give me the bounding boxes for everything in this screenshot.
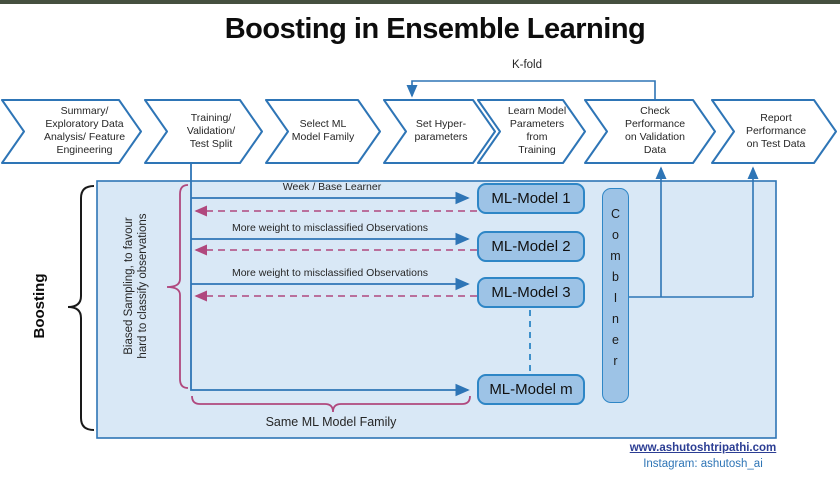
pipeline-chevrons <box>1 99 837 164</box>
ml-model-1-box: ML-Model 1 <box>477 183 585 214</box>
pipeline-step-report: Report Performance on Test Data <box>745 111 807 150</box>
chevron-shape-3 <box>265 99 381 164</box>
chevron-shape-2 <box>144 99 263 164</box>
pipeline-step-split: Training/ Validation/ Test Split <box>186 111 236 150</box>
biased-sampling-label: Biased Sampling, to favour hard to class… <box>123 213 149 359</box>
chevron-shape-1 <box>1 99 142 164</box>
pipeline-step-learn: Learn Model Parameters from Training <box>507 105 567 156</box>
boosting-side-label: Boosting <box>31 273 48 339</box>
kfold-loop-arrow <box>406 80 656 100</box>
family-under-brace <box>191 395 471 413</box>
ml-model-3-box: ML-Model 3 <box>477 277 585 308</box>
ml-model-m-box: ML-Model m <box>477 374 585 405</box>
chevron-shape-7 <box>711 99 837 164</box>
week-base-learner-label: Week / Base Learner <box>282 181 382 193</box>
kfold-label: K-fold <box>511 59 543 71</box>
misclassified-feedback-arrows <box>194 205 477 302</box>
top-border-bar <box>0 0 840 4</box>
chevron-shape-5 <box>477 99 586 164</box>
more-weight-label-2: More weight to misclassified Observation… <box>231 267 429 279</box>
pipeline-step-eda: Summary/ Exploratory Data Analysis/ Feat… <box>43 105 126 156</box>
chevron-shape-4 <box>383 99 496 164</box>
website-link[interactable]: www.ashutoshtripathi.com <box>629 442 777 454</box>
footer-credits: www.ashutoshtripathi.com Instagram: ashu… <box>566 440 840 472</box>
chevron-shape-6 <box>584 99 716 164</box>
more-weight-label-1: More weight to misclassified Observation… <box>231 222 429 234</box>
instagram-handle[interactable]: Instagram: ashutosh_ai <box>643 458 763 470</box>
same-family-label: Same ML Model Family <box>265 415 397 429</box>
page-title: Boosting in Ensemble Learning <box>224 13 646 45</box>
pipeline-step-hyper: Set Hyper- parameters <box>414 118 468 143</box>
model-input-arrows <box>191 191 470 291</box>
boosting-container-box <box>96 180 777 439</box>
boosting-brace <box>67 185 95 431</box>
sampling-brace <box>166 184 189 389</box>
combiner-box: C o m b I n e r <box>602 188 629 403</box>
pipeline-step-family: Select ML Model Family <box>291 118 355 143</box>
pipeline-step-validate: Check Performance on Validation Data <box>624 105 686 156</box>
ml-model-2-box: ML-Model 2 <box>477 231 585 262</box>
